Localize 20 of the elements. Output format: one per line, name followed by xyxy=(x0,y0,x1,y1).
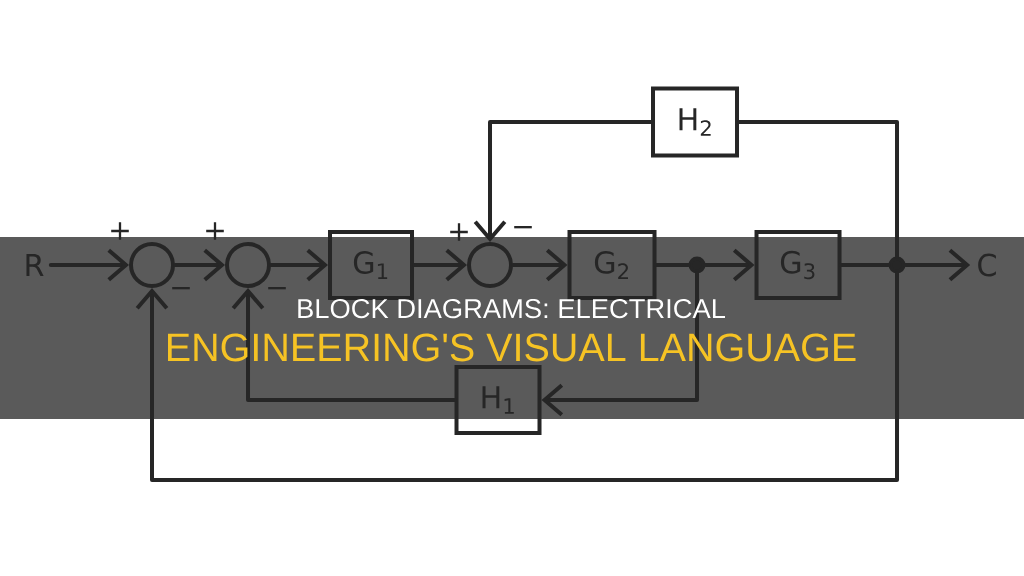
sign-label: − xyxy=(514,226,532,229)
sign-label: + xyxy=(111,222,129,240)
sign-label: + xyxy=(206,222,224,240)
summing-junction xyxy=(129,242,175,288)
connector-line xyxy=(654,263,691,267)
summing-junction xyxy=(225,242,271,288)
arrow xyxy=(48,248,129,282)
connector-line xyxy=(737,120,899,259)
connector-line xyxy=(839,263,891,267)
arrow xyxy=(541,271,699,417)
arrow xyxy=(135,271,899,482)
arrow xyxy=(903,248,971,282)
title: BLOCK DIAGRAMS: ELECTRICAL ENGINEERING'S VISUAL LANGUAGE xyxy=(168,298,856,362)
summing-junction xyxy=(467,242,513,288)
sign-label: − xyxy=(268,287,286,290)
arrow xyxy=(473,120,653,242)
arrow xyxy=(231,288,457,402)
block-box: H$_{2}$ xyxy=(651,86,739,158)
sign-label: − xyxy=(172,287,190,290)
sign-label: + xyxy=(450,223,468,241)
